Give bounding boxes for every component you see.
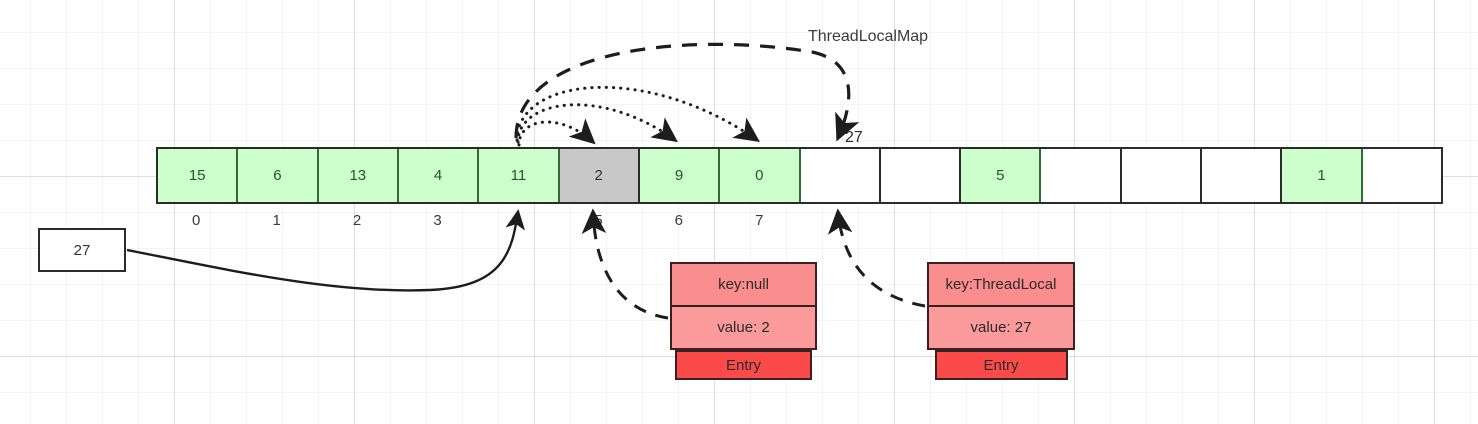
entry-type-tag: Entry — [934, 350, 1068, 380]
table-slot-13 — [1202, 149, 1283, 202]
table-slot-1: 6 — [238, 149, 319, 202]
entry-type-tag: Entry — [675, 350, 812, 380]
entry-key-row: key:ThreadLocal — [927, 262, 1075, 307]
table-slot-3: 4 — [398, 149, 480, 202]
probe-arc-slot4-to-slot7 — [515, 85, 760, 143]
connector-entry-live-to-slot8 — [827, 208, 926, 308]
source-value-box: 27 — [38, 228, 126, 272]
slot-index-label-2: 2 — [352, 212, 362, 229]
table-slot-9 — [880, 149, 962, 202]
connector-entry-stale-to-slot5 — [581, 208, 669, 320]
entry-key-row: key:null — [670, 262, 817, 307]
table-index-labels: 0 1 2 3 4 5 6 7 — [156, 212, 1443, 234]
slot-index-label-1: 1 — [272, 212, 281, 229]
entry-value-row: value: 27 — [927, 307, 1075, 350]
slot-index-label-8 — [800, 212, 880, 234]
slot-index-label-13 — [1202, 212, 1282, 234]
table-slot-11 — [1041, 149, 1122, 202]
table-slot-15 — [1362, 149, 1441, 202]
slot-index-label-11 — [1041, 212, 1121, 234]
table-slot-0: 15 — [158, 149, 239, 202]
connector-source-to-slot4 — [126, 209, 526, 292]
probe-arc-slot4-to-slot8 — [514, 42, 860, 142]
entry-box-live: key:ThreadLocal value: 27 Entry — [927, 262, 1075, 380]
diagram-title: ThreadLocalMap — [808, 28, 929, 45]
probe-arc-slot4-to-slot5 — [517, 118, 596, 147]
table-slot-12 — [1121, 149, 1203, 202]
slot-index-label-10 — [960, 212, 1040, 234]
table-slot-4: 11 — [479, 149, 560, 202]
entry-box-stale: key:null value: 2 Entry — [670, 262, 817, 380]
entry-value-row: value: 2 — [670, 307, 817, 350]
table-slot-8 — [800, 149, 881, 202]
table-slot-2: 13 — [318, 149, 399, 202]
probe-value-label: 27 — [845, 129, 863, 146]
probe-arc-slot4-to-slot6 — [516, 103, 678, 144]
slot-index-label-4: 4 — [513, 212, 523, 229]
slot-index-label-9 — [880, 212, 960, 234]
slot-index-label-12 — [1121, 212, 1201, 234]
slot-index-label-3: 3 — [433, 212, 442, 229]
slot-index-label-0: 0 — [192, 212, 201, 229]
slot-index-label-5: 5 — [594, 212, 603, 229]
slot-index-label-14 — [1282, 212, 1362, 234]
table-slot-14: 1 — [1282, 149, 1363, 202]
table-slot-5: 2 — [559, 149, 640, 202]
table-slot-7: 0 — [720, 149, 801, 202]
slot-index-label-6: 6 — [674, 212, 684, 229]
table-slot-10: 5 — [961, 149, 1042, 202]
slot-index-label-15 — [1363, 212, 1443, 234]
slot-index-label-7: 7 — [755, 212, 764, 229]
table-slot-6: 9 — [639, 149, 721, 202]
